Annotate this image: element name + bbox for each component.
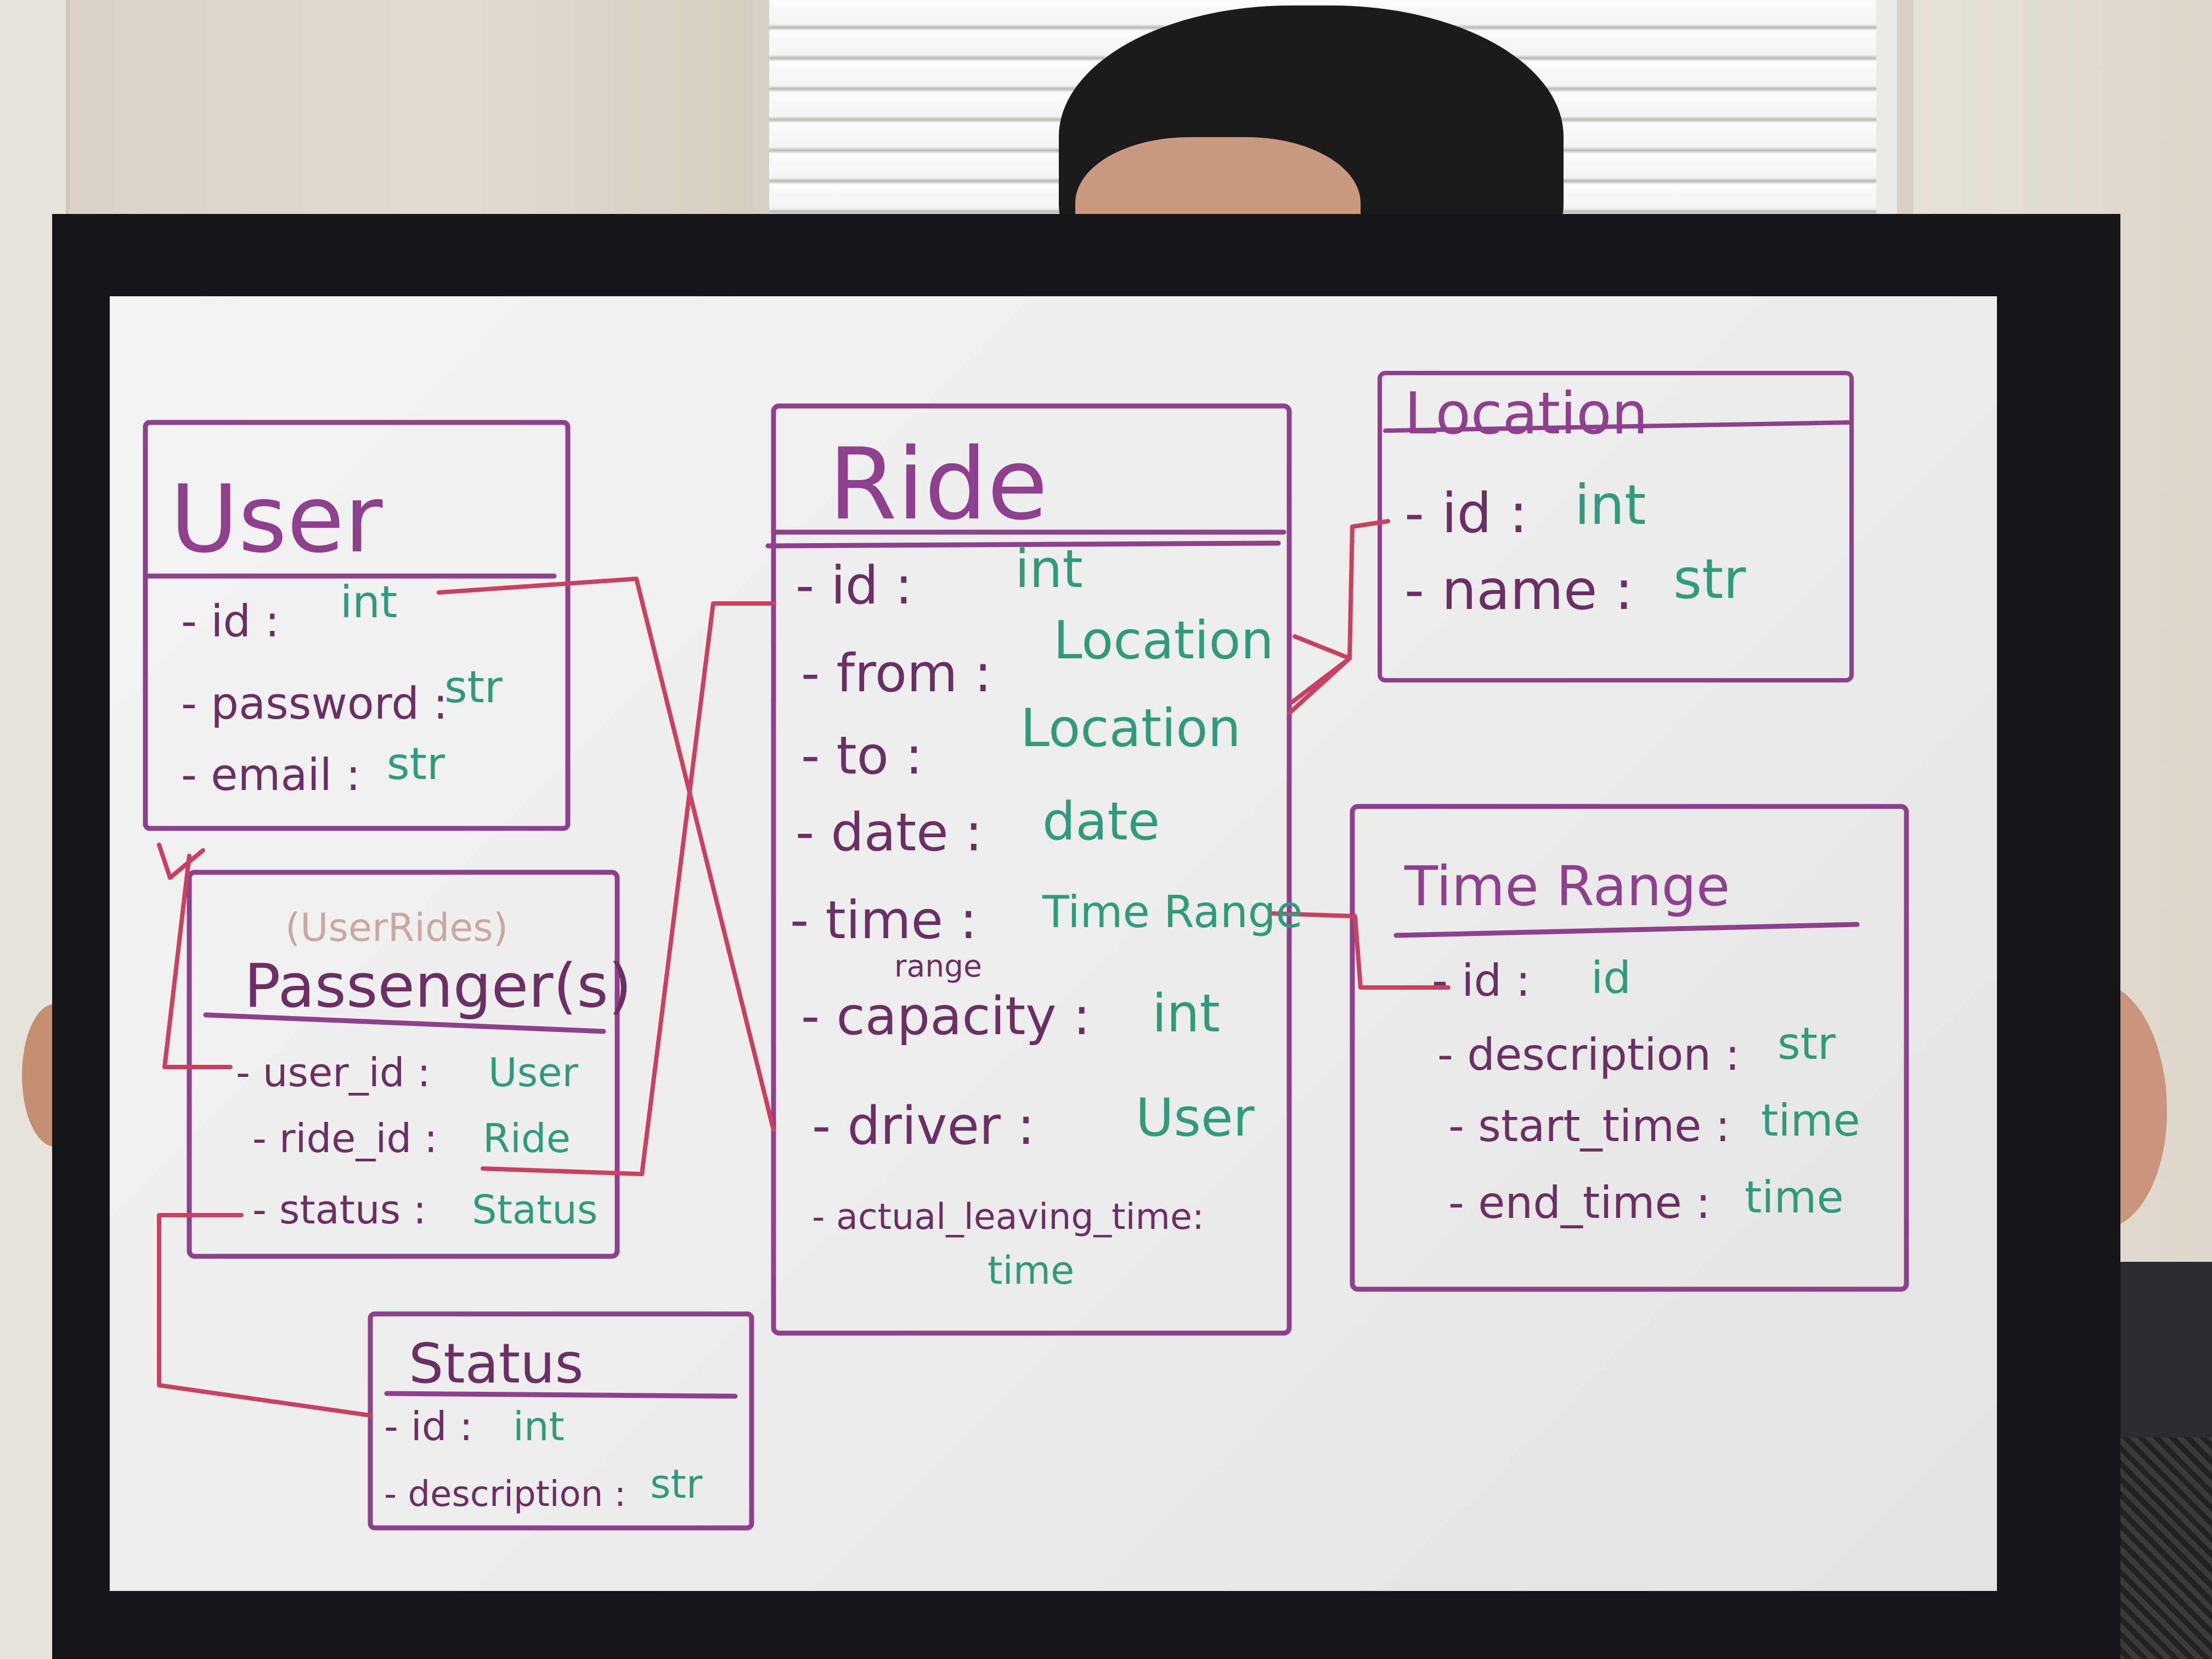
field-type: int [1575,473,1646,537]
relation-user-passenger [162,854,233,1069]
field-type: Status [472,1187,597,1233]
field-type: id [1591,952,1631,1003]
field-name: - description : [1437,1029,1740,1080]
field-name: - id : [795,556,912,616]
field-type: str [1673,547,1746,611]
relation-user-ride-driver [437,577,776,1132]
field-type: Location [1053,611,1274,671]
field-type: User [1136,1088,1255,1148]
field-type: int [340,577,397,628]
field-name: - actual_leaving_time: [812,1197,1204,1238]
field-name: - id : [384,1403,473,1449]
relation-passenger-status [157,1213,373,1418]
field-name: - name : [1404,558,1633,622]
field-type: date [1042,792,1160,852]
field-name: - time : [790,890,977,951]
field-type: str [1778,1018,1836,1069]
ride-title: Ride [828,427,1048,542]
field-name: - description : [384,1474,626,1515]
location-title: Location [1404,380,1648,447]
relation-ride-passenger [481,601,776,1176]
status-title: Status [409,1331,584,1396]
field-name: - status : [252,1187,426,1233]
field-name: - id : [181,596,280,647]
field-type: int [513,1403,565,1449]
relation-ride-timerange [1271,911,1451,990]
field-name: - end_time : [1448,1177,1711,1228]
field-name: - from : [801,644,992,704]
field-name: - capacity : [801,986,1091,1047]
field-type: time [1745,1172,1844,1223]
field-type: int [1015,539,1083,600]
time-range-fields: - id : id - description : str - start_ti… [1432,952,1860,1228]
field-name: - driver : [812,1096,1035,1156]
field-name: - id : [1404,481,1528,545]
field-name: - ride_id : [252,1115,437,1161]
relation-ride-location [1287,519,1390,715]
entity-box-location [1378,371,1854,682]
passenger-fields: - user_id : User - ride_id : Ride - stat… [236,1049,597,1233]
field-name: - date : [795,803,983,863]
field-type: time [1761,1095,1860,1146]
field-name: - start_time : [1448,1101,1730,1152]
crows-foot-user [157,843,205,880]
passenger-subtitle: (UserRides) [285,905,508,950]
field-type: Ride [483,1115,571,1161]
passenger-title: Passenger(s) [244,951,632,1021]
location-fields: - id : int - name : str [1404,473,1746,622]
field-type: Location [1020,698,1241,759]
user-title: User [170,465,383,574]
field-type: str [444,662,503,713]
entity-box-passenger [187,870,620,1259]
time-range-title: Time Range [1404,854,1730,918]
crows-foot-location [1290,634,1352,704]
field-name: - user_id : [236,1049,431,1096]
ride-fields: - id : int - from : Location - to : Loca… [790,539,1303,1293]
field-type: Time Range [1042,887,1303,938]
field-name: - id : [1432,955,1531,1006]
time-subnote: range [894,949,982,984]
status-fields: - id : int - description : str [384,1403,703,1515]
field-type: time [988,1248,1074,1293]
user-fields: - id : int - password : str - email : st… [181,577,503,800]
field-name: - email : [181,749,360,800]
entity-box-ride [765,403,1292,1336]
field-type: str [387,738,445,789]
entity-box-status [368,1311,754,1531]
field-type: int [1152,984,1220,1044]
whiteboard [110,296,1997,1591]
field-type: User [488,1049,579,1096]
entity-box-user [143,420,571,831]
entity-box-time-range [1350,804,1909,1292]
relation-lines [157,519,1451,1418]
field-type: str [650,1461,703,1507]
field-name: - password : [181,678,448,729]
field-name: - to : [801,726,923,786]
